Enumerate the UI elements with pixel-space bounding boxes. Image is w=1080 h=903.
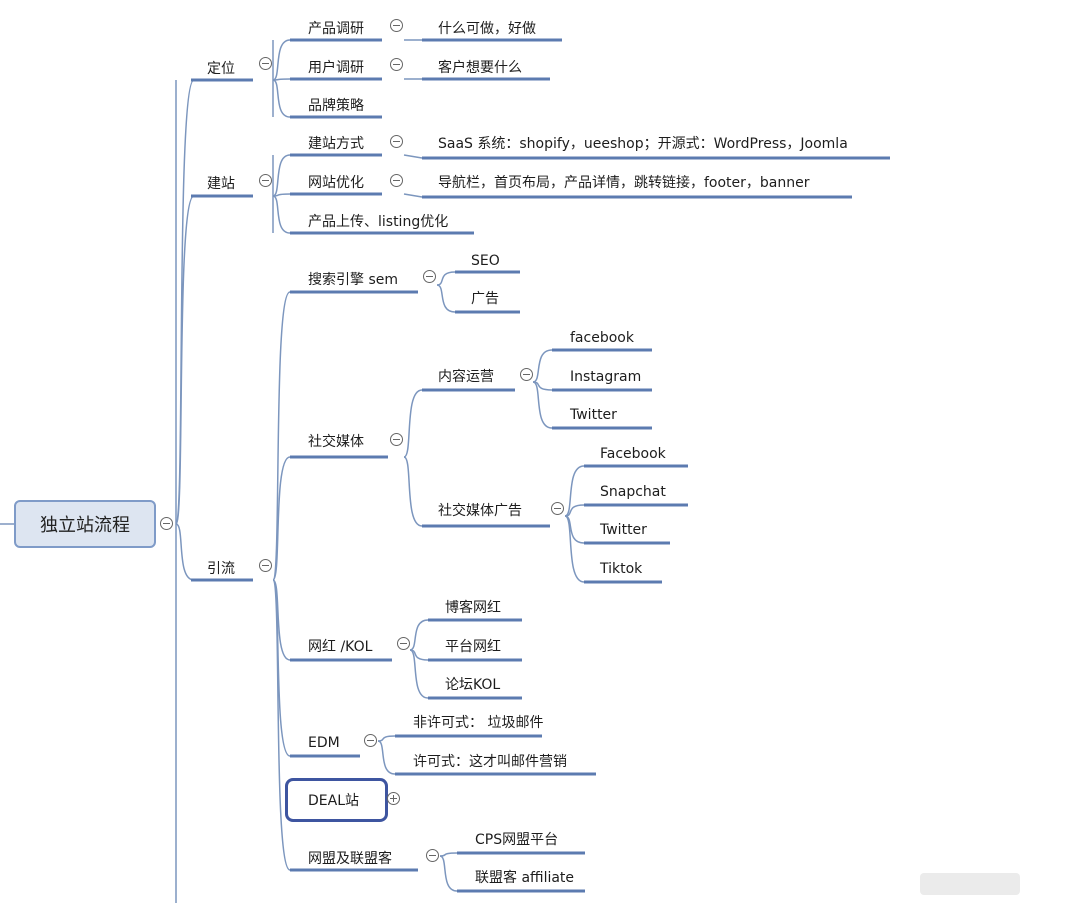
collapse-toggle-jianzhan[interactable] — [259, 174, 272, 187]
node-yinliu[interactable]: 引流 — [207, 561, 235, 577]
node-sem-ads[interactable]: 广告 — [471, 291, 499, 307]
node-content-ops[interactable]: 内容运营 — [438, 369, 494, 385]
node-site-optimization[interactable]: 网站优化 — [308, 175, 364, 191]
collapse-toggle-content-ops[interactable] — [520, 368, 533, 381]
branch-connector-40 — [403, 456, 423, 527]
node-kol[interactable]: 网红 /KOL — [308, 639, 373, 655]
node-content-instagram[interactable]: Instagram — [570, 369, 642, 385]
branch-connector-1 — [175, 79, 195, 525]
branch-connector-39 — [403, 389, 423, 458]
branch-connector-17 — [272, 154, 291, 197]
branch-connector-19 — [272, 195, 291, 234]
node-sem[interactable]: 搜索引擎 sem — [308, 272, 398, 288]
node-edm[interactable]: EDM — [308, 735, 340, 751]
branch-connector-68 — [439, 855, 458, 892]
selected-node-frame — [285, 778, 388, 822]
node-ads-facebook[interactable]: Facebook — [600, 446, 666, 462]
root-label: 独立站流程 — [40, 515, 130, 536]
branch-connector-25 — [272, 291, 291, 581]
branch-connector-52 — [564, 515, 585, 583]
link-3 — [403, 154, 423, 159]
node-build-method[interactable]: 建站方式 — [308, 136, 364, 152]
node-kol-forum[interactable]: 论坛KOL — [445, 677, 501, 693]
node-build-method-note[interactable]: SaaS 系统：shopify，ueeshop；开源式：WordPress，Jo… — [438, 136, 848, 152]
node-affiliate-marketer[interactable]: 联盟客 affiliate — [475, 870, 575, 886]
node-ads-twitter[interactable]: Twitter — [600, 522, 647, 538]
watermark — [920, 873, 1020, 895]
node-edm-unpermitted[interactable]: 非许可式： 垃圾邮件 — [413, 715, 544, 731]
node-brand-strategy[interactable]: 品牌策略 — [308, 98, 364, 114]
collapse-toggle-affiliate[interactable] — [426, 849, 439, 862]
node-ads-tiktok[interactable]: Tiktok — [600, 561, 643, 577]
node-content-twitter[interactable]: Twitter — [570, 407, 617, 423]
branch-connector-45 — [532, 381, 553, 429]
collapse-toggle-sem[interactable] — [423, 270, 436, 283]
node-product-research[interactable]: 产品调研 — [308, 21, 364, 37]
node-listing-optimization[interactable]: 产品上传、listing优化 — [308, 214, 449, 230]
branch-connector-2 — [175, 195, 195, 525]
branch-connector-43 — [532, 349, 553, 383]
branch-connector-3 — [175, 523, 195, 581]
collapse-toggle-edm[interactable] — [364, 734, 377, 747]
node-deal-site[interactable]: DEAL站 — [308, 793, 360, 809]
branch-connector-63 — [377, 735, 396, 742]
node-seo[interactable]: SEO — [471, 253, 500, 269]
node-kol-blog[interactable]: 博客网红 — [445, 600, 501, 616]
branch-connector-59 — [409, 649, 429, 699]
collapse-toggle-dingwei[interactable] — [259, 57, 272, 70]
node-jianzhan[interactable]: 建站 — [207, 176, 235, 192]
branch-connector-49 — [564, 465, 585, 517]
collapse-toggle-build-method[interactable] — [390, 135, 403, 148]
node-affiliate[interactable]: 网盟及联盟客 — [308, 851, 392, 867]
branch-connector-67 — [439, 852, 458, 857]
branch-connector-26 — [272, 456, 291, 581]
collapse-toggle-social-media[interactable] — [390, 433, 403, 446]
root-node[interactable]: 独立站流程 — [14, 500, 156, 548]
node-dingwei[interactable]: 定位 — [207, 61, 235, 77]
collapse-toggle-product-research[interactable] — [390, 19, 403, 32]
node-edm-permitted[interactable]: 许可式：这才叫邮件营销 — [413, 754, 567, 770]
node-product-research-note[interactable]: 什么可做，好做 — [438, 21, 536, 37]
node-kol-platform[interactable]: 平台网红 — [445, 639, 501, 655]
branch-connector-35 — [436, 271, 456, 286]
node-social-ads[interactable]: 社交媒体广告 — [438, 503, 522, 519]
node-cps-platform[interactable]: CPS网盟平台 — [475, 832, 559, 848]
branch-connector-57 — [409, 619, 429, 651]
collapse-toggle-yinliu[interactable] — [259, 559, 272, 572]
link-4 — [403, 193, 423, 198]
collapse-toggle-user-research[interactable] — [390, 58, 403, 71]
branch-connector-36 — [436, 284, 456, 313]
node-site-optimization-note[interactable]: 导航栏，首页布局，产品详情，跳转链接，footer，banner — [438, 175, 810, 191]
node-user-research[interactable]: 用户调研 — [308, 60, 364, 76]
node-ads-snapchat[interactable]: Snapchat — [600, 484, 666, 500]
branch-connector-10 — [272, 79, 291, 118]
node-social-media[interactable]: 社交媒体 — [308, 434, 364, 450]
branch-connector-64 — [377, 740, 396, 775]
node-user-research-note[interactable]: 客户想要什么 — [438, 60, 522, 76]
branch-connector-29 — [272, 579, 291, 871]
collapse-toggle-kol[interactable] — [397, 637, 410, 650]
collapse-toggle-social-ads[interactable] — [551, 502, 564, 515]
collapse-toggle-root[interactable] — [160, 517, 173, 530]
collapse-toggle-site-optimization[interactable] — [390, 174, 403, 187]
node-content-facebook[interactable]: facebook — [570, 330, 634, 346]
branch-connector-8 — [272, 39, 291, 81]
expand-toggle-deal-site[interactable] — [387, 792, 400, 805]
